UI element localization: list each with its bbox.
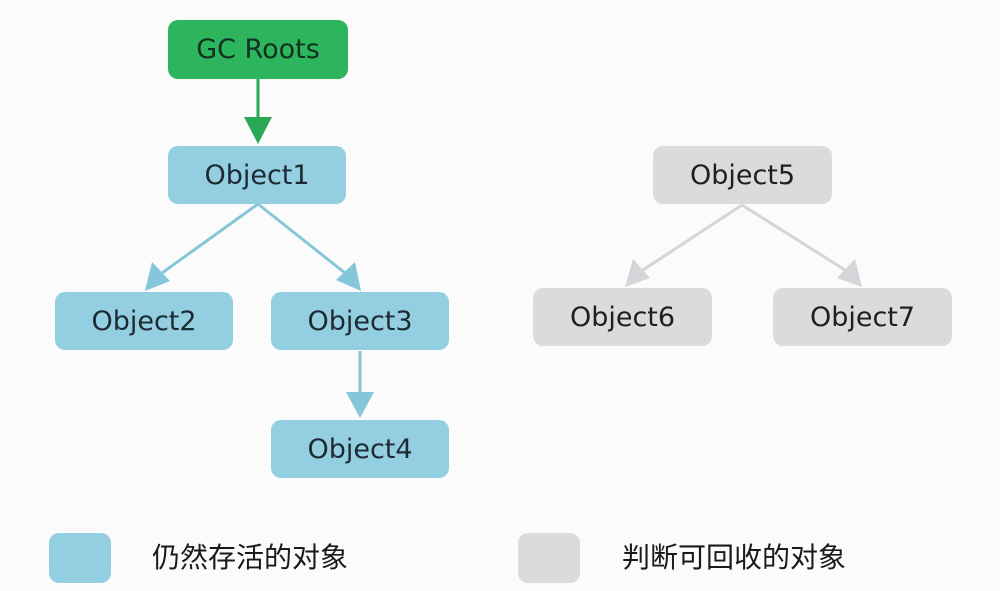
node-object1: Object1 xyxy=(168,146,346,204)
legend-swatch-alive xyxy=(49,533,111,583)
edge-object1-object2 xyxy=(161,202,259,275)
arrowhead-object1-object3 xyxy=(336,262,361,291)
node-object2: Object2 xyxy=(55,292,233,350)
node-object6: Object6 xyxy=(533,288,712,346)
node-object4: Object4 xyxy=(271,420,449,478)
edge-object5-object6 xyxy=(642,203,743,272)
legend-label-alive: 仍然存活的对象 xyxy=(152,541,349,574)
arrowhead-object5-object7 xyxy=(837,259,862,287)
edge-object5-object7 xyxy=(741,203,846,272)
arrowhead-object3-object4 xyxy=(346,392,374,418)
node-object7: Object7 xyxy=(773,288,952,346)
edge-object1-object3 xyxy=(257,202,346,275)
node-gc-roots: GC Roots xyxy=(168,20,348,79)
arrowhead-object1-object2 xyxy=(145,262,170,291)
legend-label-dead: 判断可回收的对象 xyxy=(622,541,847,574)
arrowhead-object5-object6 xyxy=(625,259,650,287)
arrowhead-gcroots-object1 xyxy=(244,117,272,144)
node-object3: Object3 xyxy=(271,292,449,350)
legend-swatch-dead xyxy=(518,533,580,583)
node-object5: Object5 xyxy=(653,146,832,204)
